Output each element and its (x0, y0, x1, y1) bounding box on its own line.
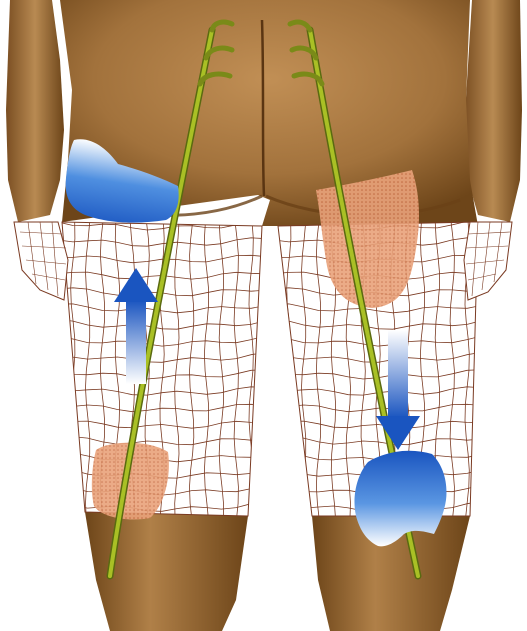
left-arm (6, 0, 64, 222)
right-arm (464, 0, 522, 222)
right-lower-pad (355, 451, 447, 547)
gluteal-cleft (262, 20, 264, 196)
